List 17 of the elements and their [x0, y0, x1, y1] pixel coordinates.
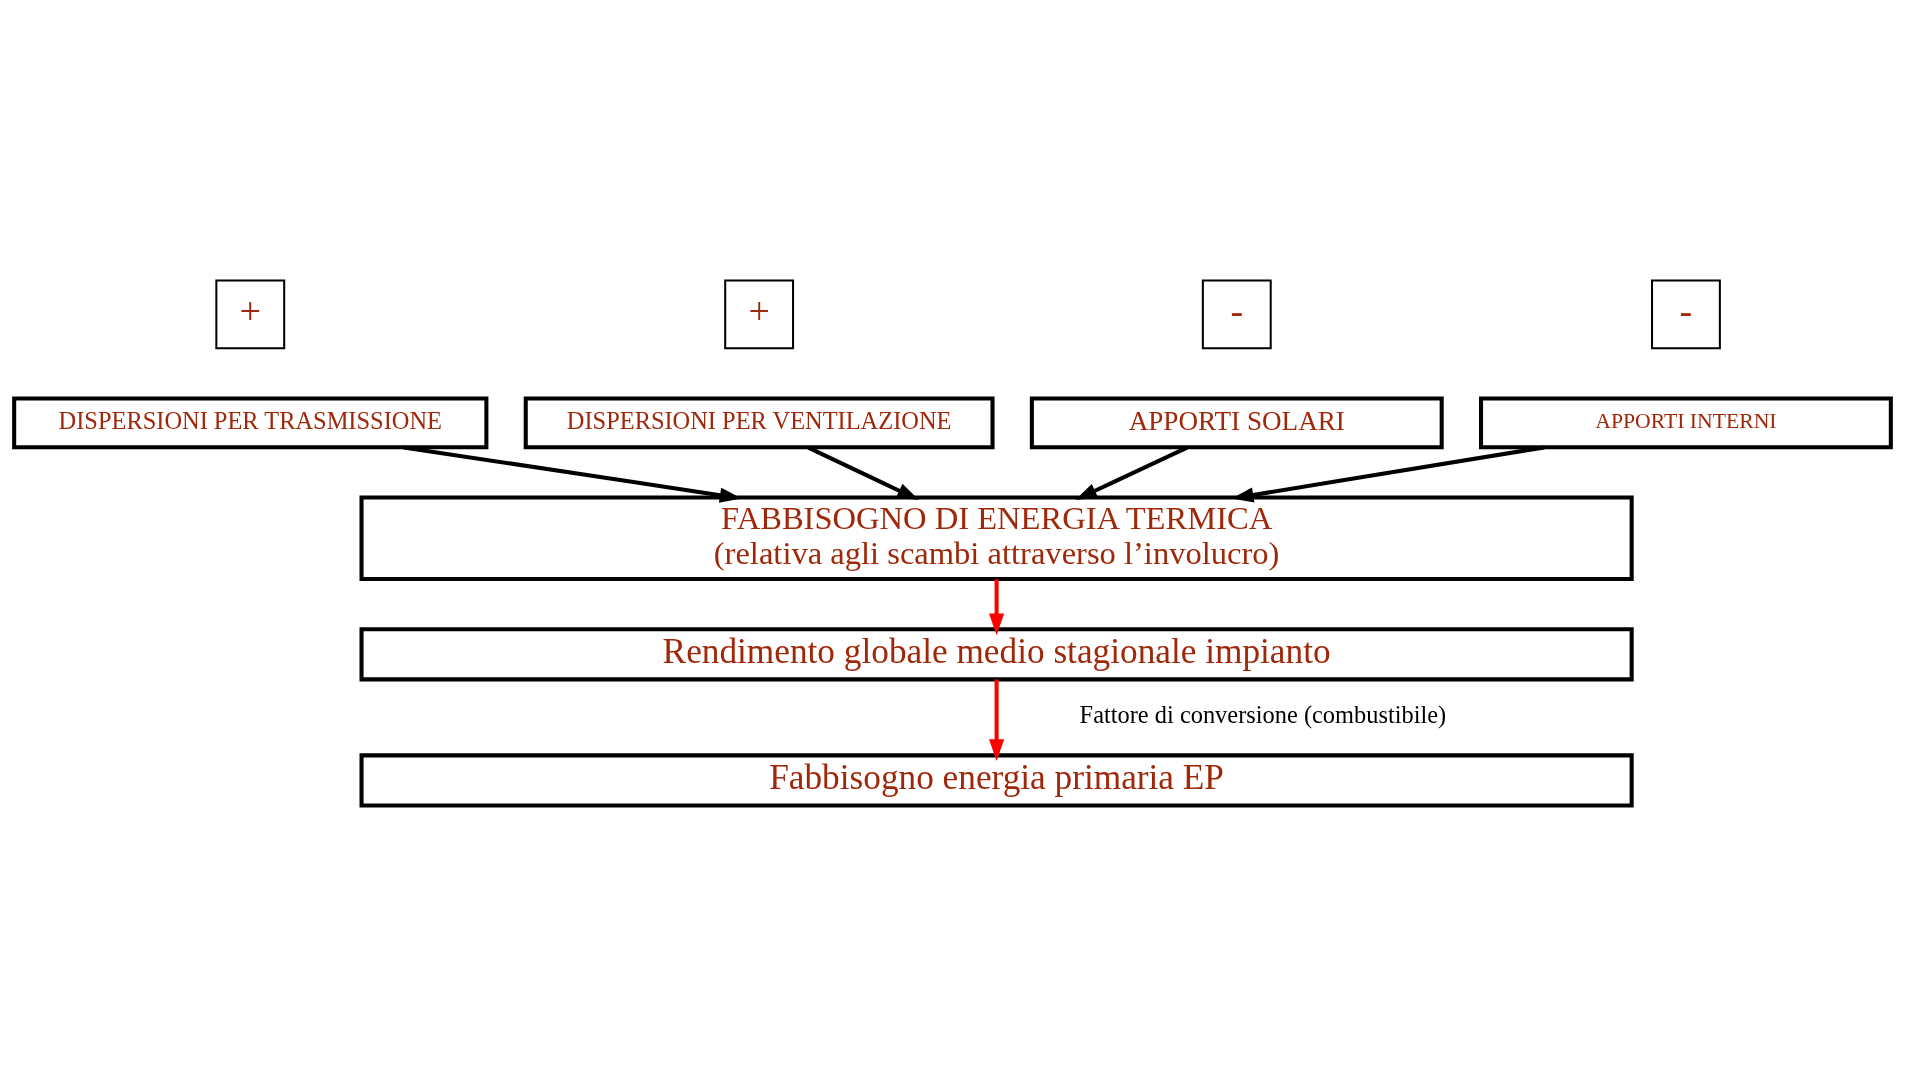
edge-label: Fattore di conversione (combustibile) — [1079, 700, 1447, 728]
arrow — [403, 444, 742, 503]
arrow — [807, 445, 919, 500]
node-box: DISPERSIONI PER VENTILAZIONE — [523, 395, 995, 449]
node-box: APPORTI SOLARI — [1029, 395, 1444, 449]
node-box: Fabbisogno energia primaria EP — [359, 752, 1634, 808]
arrow — [989, 678, 1005, 761]
node-box: - — [1651, 278, 1721, 349]
node-box: + — [724, 278, 795, 349]
node-box: DISPERSIONI PER TRASMISSIONE — [12, 395, 489, 449]
node-box: FABBISOGNO DI ENERGIA TERMICA (relativa agli scambi attraverso l’involucro) — [359, 495, 1634, 581]
node-box: + — [215, 278, 286, 349]
node-box: APPORTI INTERNI — [1479, 395, 1893, 449]
arrow — [1075, 445, 1188, 500]
node-box: Rendimento globale medio stagionale impianto — [359, 626, 1634, 681]
node-box: - — [1201, 278, 1272, 349]
arrow — [989, 578, 1005, 635]
